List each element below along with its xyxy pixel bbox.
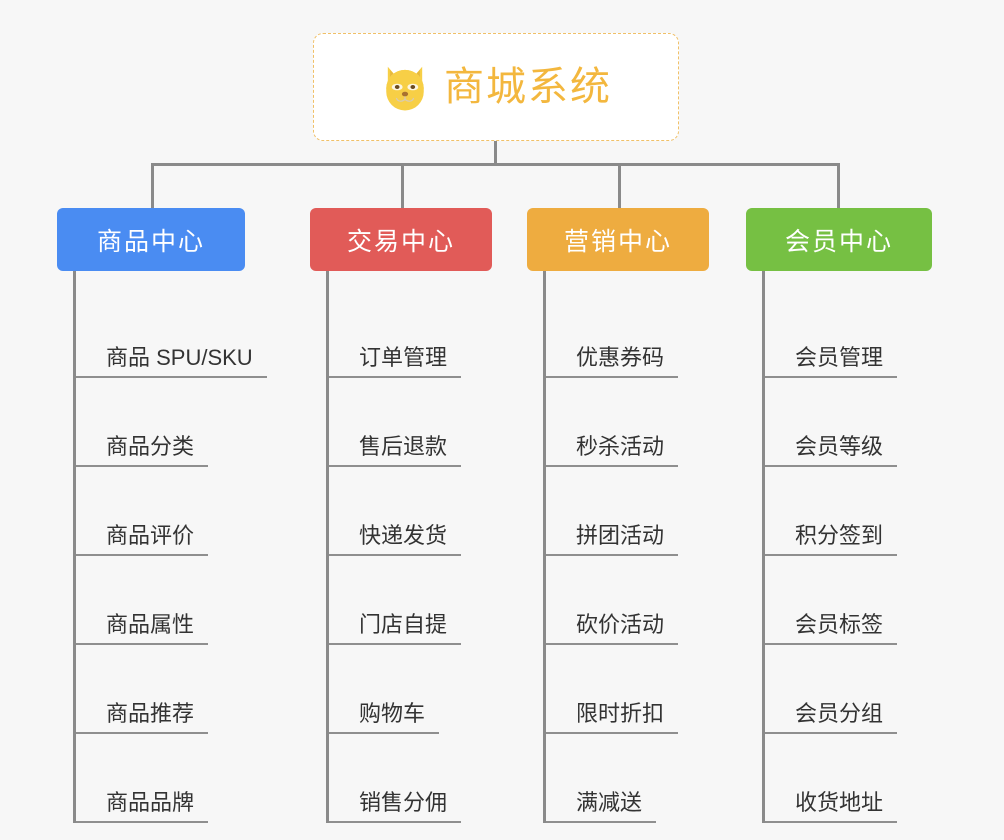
item-label: 会员分组 xyxy=(765,701,898,734)
list-item[interactable]: 商品 SPU/SKU xyxy=(76,289,293,378)
branch-marketing-center: 营销中心 优惠券码 秒杀活动 拼团活动 砍价活动 限时折扣 满减送 xyxy=(527,208,727,823)
list-item[interactable]: 会员等级 xyxy=(765,378,946,467)
list-item[interactable]: 会员管理 xyxy=(765,289,946,378)
list-item[interactable]: 购物车 xyxy=(329,645,510,734)
list-item[interactable]: 商品推荐 xyxy=(76,645,293,734)
item-label: 商品评价 xyxy=(76,523,209,556)
item-label: 快递发货 xyxy=(329,523,462,556)
item-label: 商品品牌 xyxy=(76,790,209,823)
list-item[interactable]: 快递发货 xyxy=(329,467,510,556)
category-title: 交易中心 xyxy=(346,227,455,256)
item-label: 会员等级 xyxy=(765,434,898,467)
root-title: 商城系统 xyxy=(444,65,612,109)
category-header-member-center[interactable]: 会员中心 xyxy=(746,208,932,271)
category-header-product-center[interactable]: 商品中心 xyxy=(57,208,245,271)
branch-product-center: 商品中心 商品 SPU/SKU 商品分类 商品评价 商品属性 商品推荐 商品品牌 xyxy=(57,208,293,823)
list-item[interactable]: 满减送 xyxy=(546,734,727,823)
category-title: 会员中心 xyxy=(784,227,893,256)
list-item[interactable]: 收货地址 xyxy=(765,734,946,823)
item-label: 限时折扣 xyxy=(546,701,679,734)
branch-member-center: 会员中心 会员管理 会员等级 积分签到 会员标签 会员分组 收货地址 xyxy=(746,208,946,823)
list-item[interactable]: 商品品牌 xyxy=(76,734,293,823)
item-label: 订单管理 xyxy=(329,345,462,378)
item-list-trade-center: 订单管理 售后退款 快递发货 门店自提 购物车 销售分佣 xyxy=(326,271,510,823)
item-label: 拼团活动 xyxy=(546,523,679,556)
item-label: 会员管理 xyxy=(765,345,898,378)
item-label: 购物车 xyxy=(329,701,440,734)
list-item[interactable]: 销售分佣 xyxy=(329,734,510,823)
list-item[interactable]: 拼团活动 xyxy=(546,467,727,556)
list-item[interactable]: 售后退款 xyxy=(329,378,510,467)
list-item[interactable]: 订单管理 xyxy=(329,289,510,378)
item-list-product-center: 商品 SPU/SKU 商品分类 商品评价 商品属性 商品推荐 商品品牌 xyxy=(73,271,293,823)
category-title: 商品中心 xyxy=(96,227,205,256)
category-header-marketing-center[interactable]: 营销中心 xyxy=(527,208,709,271)
item-label: 会员标签 xyxy=(765,612,898,645)
connector-drop-member-center xyxy=(837,163,840,209)
connector-drop-trade-center xyxy=(401,163,404,209)
connector-root-stem xyxy=(494,141,497,165)
item-label: 秒杀活动 xyxy=(546,434,679,467)
list-item[interactable]: 门店自提 xyxy=(329,556,510,645)
connector-drop-product-center xyxy=(151,163,154,209)
list-item[interactable]: 会员标签 xyxy=(765,556,946,645)
item-label: 收货地址 xyxy=(765,790,898,823)
item-label: 销售分佣 xyxy=(329,790,462,823)
list-item[interactable]: 优惠券码 xyxy=(546,289,727,378)
list-item[interactable]: 限时折扣 xyxy=(546,645,727,734)
list-item[interactable]: 砍价活动 xyxy=(546,556,727,645)
list-item[interactable]: 商品属性 xyxy=(76,556,293,645)
list-item[interactable]: 积分签到 xyxy=(765,467,946,556)
list-item[interactable]: 会员分组 xyxy=(765,645,946,734)
shiba-dog-face-icon xyxy=(386,66,424,111)
category-header-trade-center[interactable]: 交易中心 xyxy=(310,208,492,271)
branch-trade-center: 交易中心 订单管理 售后退款 快递发货 门店自提 购物车 销售分佣 xyxy=(310,208,510,823)
connector-drop-marketing-center xyxy=(618,163,621,209)
item-label: 商品属性 xyxy=(76,612,209,645)
item-label: 砍价活动 xyxy=(546,612,679,645)
list-item[interactable]: 商品评价 xyxy=(76,467,293,556)
item-label: 商品分类 xyxy=(76,434,209,467)
item-label: 满减送 xyxy=(546,790,657,823)
category-title: 营销中心 xyxy=(563,227,672,256)
list-item[interactable]: 秒杀活动 xyxy=(546,378,727,467)
item-label: 积分签到 xyxy=(765,523,898,556)
item-label: 商品 SPU/SKU xyxy=(76,345,267,378)
connector-horizontal-bus xyxy=(151,163,840,166)
list-item[interactable]: 商品分类 xyxy=(76,378,293,467)
root-node-mall-system[interactable]: 商城系统 xyxy=(313,33,679,141)
item-label: 售后退款 xyxy=(329,434,462,467)
item-list-marketing-center: 优惠券码 秒杀活动 拼团活动 砍价活动 限时折扣 满减送 xyxy=(543,271,727,823)
item-label: 优惠券码 xyxy=(546,345,679,378)
item-label: 商品推荐 xyxy=(76,701,209,734)
item-list-member-center: 会员管理 会员等级 积分签到 会员标签 会员分组 收货地址 xyxy=(762,271,946,823)
item-label: 门店自提 xyxy=(329,612,462,645)
